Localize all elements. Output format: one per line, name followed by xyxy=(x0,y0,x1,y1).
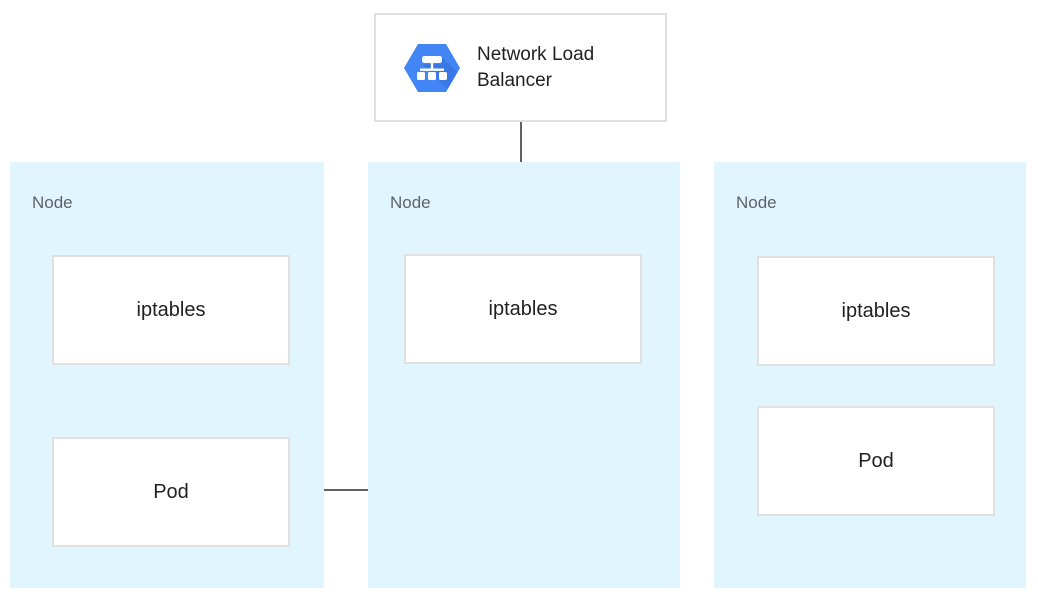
network-load-balancer-icon xyxy=(404,43,460,92)
pod-label: Pod xyxy=(153,480,189,503)
network-load-balancer-box: Network Load Balancer xyxy=(374,13,667,122)
iptables-label: iptables xyxy=(488,297,558,320)
iptables-box: iptables xyxy=(757,256,995,366)
iptables-box: iptables xyxy=(52,255,290,365)
node-label: Node xyxy=(390,193,431,212)
node-label: Node xyxy=(32,193,73,212)
iptables-label: iptables xyxy=(841,299,911,322)
iptables-box: iptables xyxy=(404,254,642,364)
network-load-balancer-label: Network Load Balancer xyxy=(477,43,595,91)
node-right: Node iptables Pod xyxy=(714,162,1026,588)
pod-box: Pod xyxy=(757,406,995,516)
node-left: Node iptables Pod xyxy=(10,162,324,588)
iptables-label: iptables xyxy=(136,298,206,321)
node-label: Node xyxy=(736,193,777,212)
node-center: Node iptables xyxy=(368,162,680,588)
pod-box: Pod xyxy=(52,437,290,547)
pod-label: Pod xyxy=(858,449,894,472)
